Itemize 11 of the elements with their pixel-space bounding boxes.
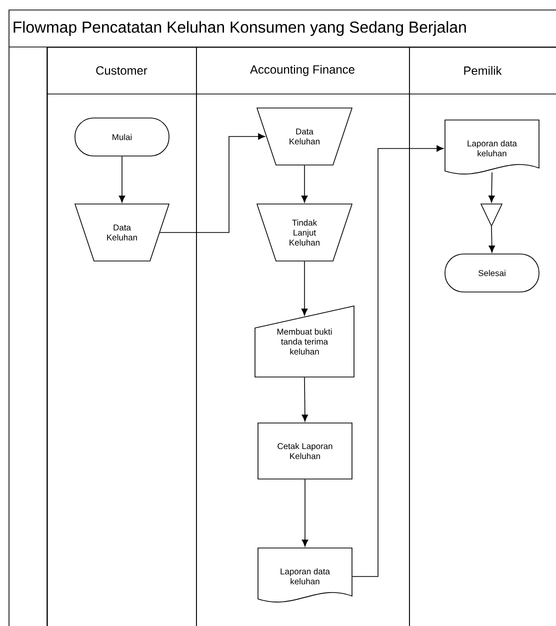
- arrow: [352, 145, 444, 577]
- arrow: [488, 226, 495, 253]
- arrow: [118, 156, 126, 203]
- process-box: Cetak Laporan Keluhan: [258, 422, 352, 480]
- arrow: [302, 479, 308, 547]
- arrow: [301, 165, 308, 203]
- arrow: [488, 172, 495, 203]
- arrow: [302, 377, 308, 422]
- arrow: [160, 133, 266, 233]
- title: Flowmap Pencatatan Keluhan Konsumen yang Sedang Berjalan: [14, 21, 466, 36]
- arrow: [301, 261, 308, 316]
